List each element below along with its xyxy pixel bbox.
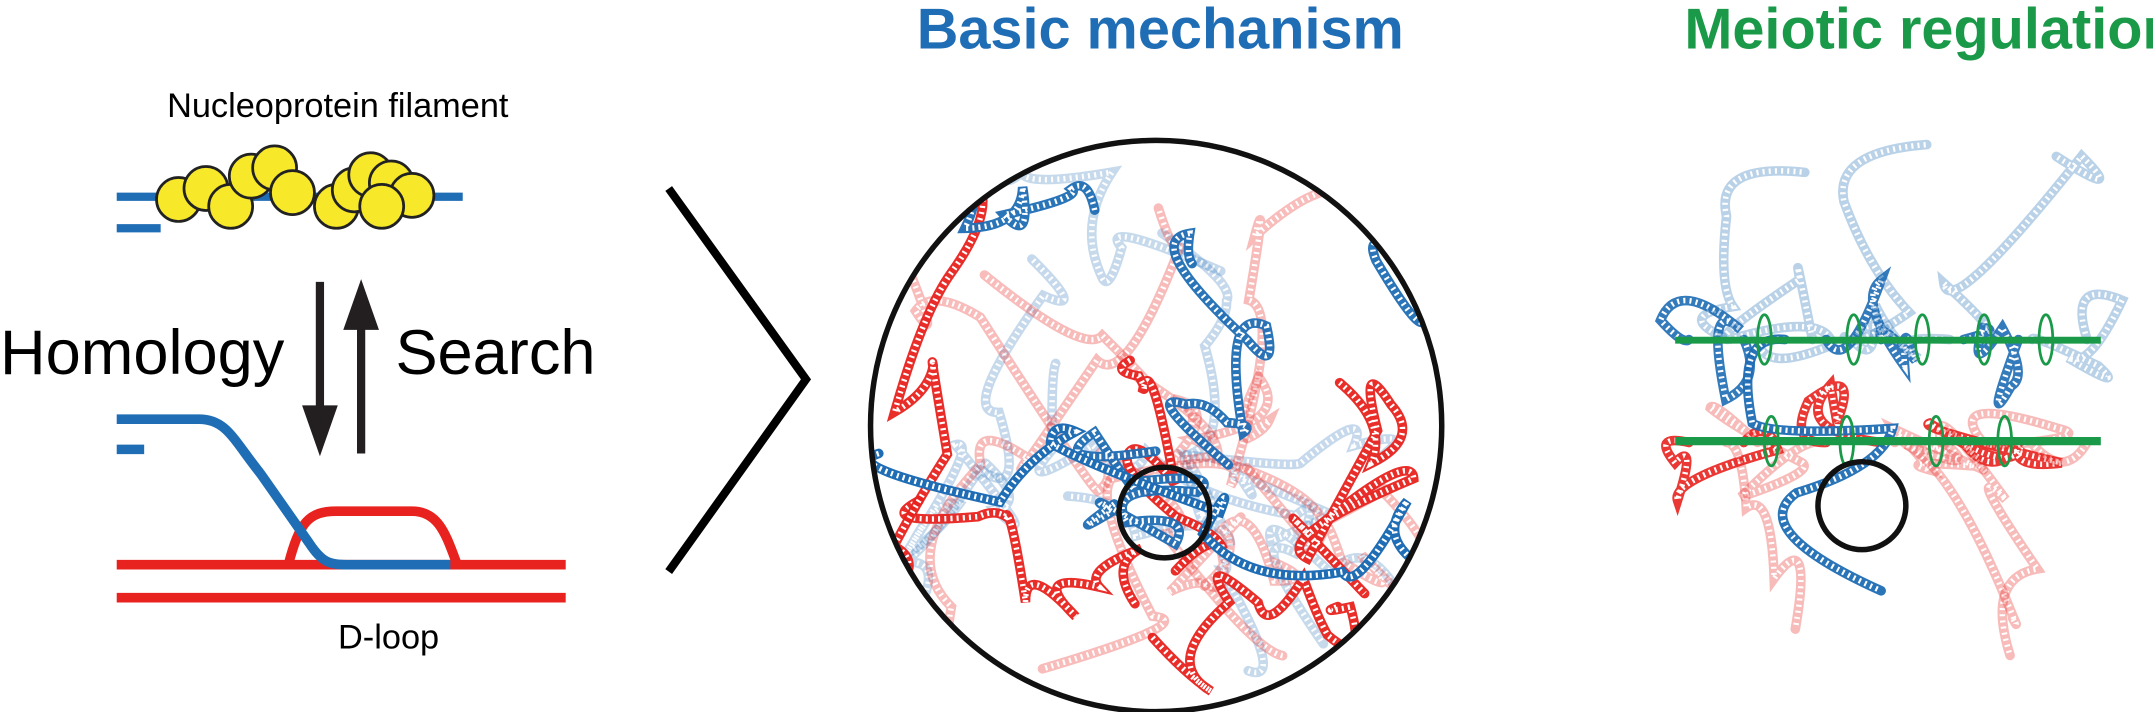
dna-strand — [1288, 377, 1419, 599]
dna-strand — [1072, 425, 1209, 551]
cohesin-ring — [1975, 313, 1993, 366]
right-panel: Meiotic regulations — [1654, 0, 2153, 661]
basic-mechanism-title: Basic mechanism — [917, 0, 1404, 61]
dna-strand — [1037, 184, 1376, 674]
dna-strand — [1721, 437, 1806, 634]
cohesin-ring — [1845, 313, 1862, 366]
search-label: Search — [395, 318, 595, 388]
dna-strand — [1934, 421, 2046, 661]
loop-axis-dna-strands — [1654, 139, 2129, 661]
dna-strand — [1742, 334, 1899, 596]
cohesin-ring — [2037, 313, 2055, 366]
cohesin-ring — [1927, 415, 1945, 468]
dna-strand — [1796, 374, 1886, 448]
dna-strand — [1062, 424, 1400, 547]
d-loop-label: D-loop — [338, 618, 439, 656]
dna-strand — [1903, 437, 2022, 630]
cohesin-ring — [1914, 313, 1931, 366]
recombinase-protein — [358, 182, 406, 230]
dna-strand — [1821, 266, 1921, 384]
filament-label: Nucleoprotein filament — [167, 87, 509, 125]
dna-strand — [1157, 228, 1269, 678]
left-panel: Nucleoprotein filament Homology Search D… — [0, 87, 596, 656]
meiotic-regulations-title: Meiotic regulations — [1684, 0, 2153, 61]
chevron-bracket — [665, 186, 812, 574]
homology-search-highlight — [1116, 464, 1213, 561]
dna-strand — [1958, 318, 2024, 409]
dna-strand — [899, 495, 1144, 621]
dna-strand — [1937, 148, 2105, 346]
equilibrium-arrows — [302, 279, 379, 457]
dna-strand — [1164, 227, 1275, 470]
chromosome-axes — [1675, 313, 2101, 468]
cohesin-ring — [1763, 415, 1780, 468]
homology-search-highlight — [1815, 458, 1909, 553]
dna-strand — [1838, 139, 1932, 346]
dna-strand — [1719, 262, 1839, 364]
dna-strand — [1368, 154, 1442, 328]
nucleoprotein-filament — [116, 144, 463, 233]
middle-panel: Basic mechanism — [867, 0, 1445, 712]
recombinase-protein — [269, 169, 316, 216]
dna-strand — [1705, 401, 1818, 502]
cohesin-ring — [1756, 313, 1773, 366]
dna-strand — [2027, 289, 2129, 383]
d-loop-diagram — [116, 414, 566, 603]
homology-label: Homology — [0, 318, 285, 388]
dna-strand — [870, 423, 1442, 582]
cohesin-ring — [1996, 415, 2013, 468]
dna-strand — [1697, 166, 1810, 342]
dna-strand — [1654, 295, 1756, 407]
